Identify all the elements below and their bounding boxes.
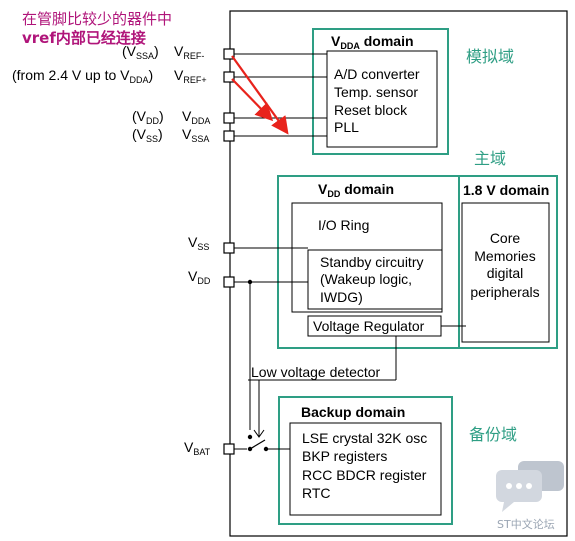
core-item-peripherals: peripherals: [470, 284, 539, 300]
core-domain-title: 1.8 V domain: [463, 182, 549, 198]
core-item-digital: digital: [487, 265, 524, 281]
standby-line-2: (Wakeup logic,: [320, 271, 412, 287]
core-item-core: Core: [490, 230, 521, 246]
annotation-line-2: vref内部已经连接: [22, 29, 146, 47]
power-switch-blade: [249, 439, 266, 450]
pin-vdd: [223, 276, 235, 288]
vdda-domain-block: [326, 50, 438, 148]
backup-domain-block: [289, 422, 442, 516]
pin-vref-minus-alias: (VSSA): [122, 43, 159, 61]
annotation-arrow-vref-minus: [231, 55, 289, 135]
backup-item-lse: LSE crystal 32K osc: [302, 430, 427, 446]
chip-outline: [229, 10, 568, 537]
backup-item-bkp: BKP registers: [302, 448, 387, 464]
pin-vssa-label: VSSA: [182, 126, 209, 144]
forum-logo-icon: [496, 461, 564, 512]
vdd-domain-title: VDD domain: [318, 181, 394, 199]
core-item-memories: Memories: [474, 248, 535, 264]
pin-vbat-label: VBAT: [184, 439, 211, 457]
pin-vssa-alias: (VSS): [132, 126, 163, 144]
backup-domain-title: Backup domain: [301, 404, 405, 420]
backup-domain-region: [278, 396, 453, 525]
vdda-domain-region: [312, 28, 449, 155]
vdda-item-reset-block: Reset block: [334, 102, 408, 118]
pin-vdda-label: VDDA: [182, 108, 210, 126]
region-label-analog: 模拟域: [466, 47, 514, 66]
standby-line-3: IWDG): [320, 289, 363, 305]
pin-vdda: [223, 112, 235, 124]
core-block: [461, 202, 550, 343]
pin-vref-plus-range: (from 2.4 V up to VDDA): [12, 67, 153, 85]
switch-contact-vdd: [247, 434, 253, 440]
pin-vbat: [223, 443, 235, 455]
watermark-text: ST中文论坛: [497, 517, 555, 531]
annotation-arrow-vref-plus: [231, 78, 274, 122]
pin-vref-minus-label: VREF-: [174, 43, 204, 61]
vdda-item-temp-sensor: Temp. sensor: [334, 84, 418, 100]
pin-vdd-label: VDD: [188, 268, 211, 286]
vdda-item-adc: A/D converter: [334, 66, 420, 82]
region-label-main: 主域: [474, 149, 506, 168]
region-label-backup: 备份域: [469, 425, 517, 444]
vdda-item-pll: PLL: [334, 119, 359, 135]
standby-circuitry-block: [307, 249, 443, 310]
pin-vref-plus-label: VREF+: [174, 67, 207, 85]
low-voltage-detector-label: Low voltage detector: [251, 364, 381, 380]
annotation-line-1: 在管脚比较少的器件中: [22, 10, 172, 28]
vdda-domain-title: VDDA domain: [331, 33, 414, 51]
standby-line-1: Standby circuitry: [320, 254, 423, 270]
backup-item-rcc-bdcr: RCC BDCR register: [302, 467, 427, 483]
pin-vss-label: VSS: [188, 234, 209, 252]
voltage-regulator-label: Voltage Regulator: [313, 318, 425, 334]
pin-vdda-alias: (VDD): [132, 108, 164, 126]
pin-vssa: [223, 130, 235, 142]
io-ring-label: I/O Ring: [318, 217, 369, 233]
lvd-arrow: [253, 429, 265, 438]
backup-item-rtc: RTC: [302, 485, 331, 501]
pin-vss: [223, 242, 235, 254]
vdd-domain-region: [277, 175, 558, 349]
